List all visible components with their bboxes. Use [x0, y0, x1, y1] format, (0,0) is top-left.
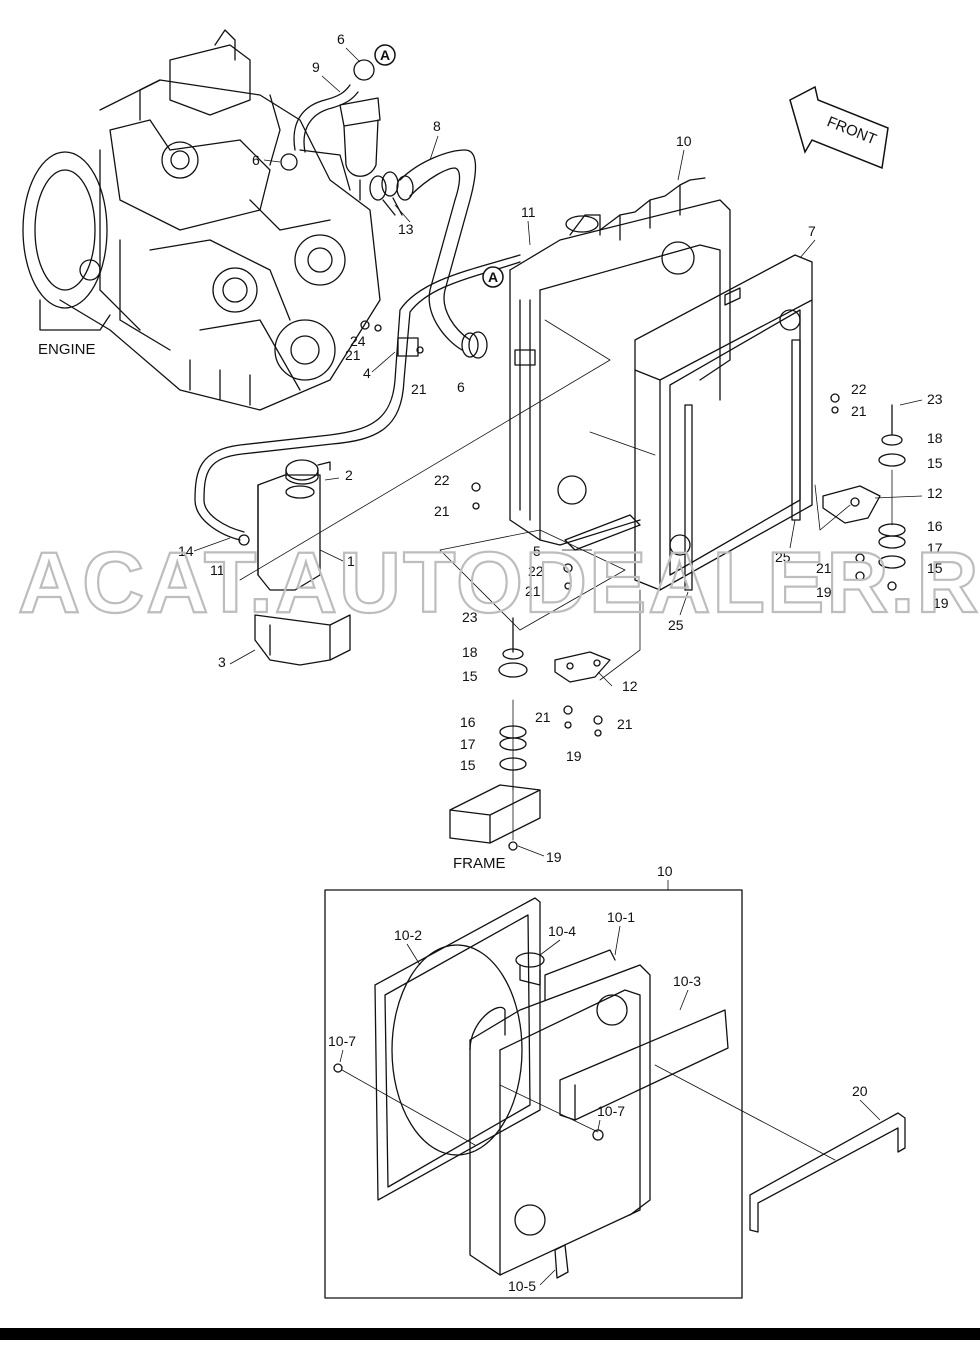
label-21-b: 21: [411, 381, 427, 397]
radiator-assembly: [509, 177, 731, 546]
tank-bracket: [254, 614, 351, 666]
label-19-left: 19: [566, 748, 582, 764]
frame-block: [449, 784, 541, 844]
label-22-right: 22: [851, 381, 867, 397]
reservoir-tank: [238, 459, 331, 591]
view-a-label-radiator: A: [488, 269, 498, 285]
label-8: 8: [433, 118, 441, 134]
label-23-right: 23: [927, 391, 943, 407]
label-17-left: 17: [460, 736, 476, 752]
label-19-right-a: 19: [816, 584, 832, 600]
label-21-left-a: 21: [535, 709, 551, 725]
label-15-right-a: 15: [927, 455, 943, 471]
label-10-7-left: 10-7: [328, 1033, 356, 1049]
label-21-d: 21: [525, 583, 541, 599]
label-21-c: 21: [434, 503, 450, 519]
label-2: 2: [345, 467, 353, 483]
label-1: 1: [347, 553, 355, 569]
label-23-left: 23: [462, 609, 478, 625]
view-a-markers: A A: [374, 44, 504, 288]
label-9: 9: [312, 59, 320, 75]
label-10-3: 10-3: [673, 973, 701, 989]
label-18-left: 18: [462, 644, 478, 660]
label-ticks: [193, 47, 923, 1286]
label-20: 20: [852, 1083, 868, 1099]
label-7: 7: [808, 223, 816, 239]
label-25-mid: 25: [668, 617, 684, 633]
front-arrow: FRONT: [789, 85, 889, 170]
leader-lines: [239, 319, 893, 841]
label-3: 3: [218, 654, 226, 670]
label-10-box: 10: [657, 863, 673, 879]
label-10-2: 10-2: [394, 927, 422, 943]
label-11-low: 11: [210, 562, 225, 578]
label-18-right: 18: [927, 430, 943, 446]
label-12-right: 12: [927, 485, 943, 501]
label-11-top: 11: [521, 204, 536, 220]
strap-20: [749, 1112, 906, 1233]
label-6-mid: 6: [252, 152, 260, 168]
engine-drawing: [22, 29, 381, 411]
label-14: 14: [178, 543, 194, 559]
label-19-right-b: 19: [933, 595, 949, 611]
label-10-4: 10-4: [548, 923, 576, 939]
label-4: 4: [363, 365, 371, 381]
overflow-hose-14: [194, 254, 521, 541]
label-6-top: 6: [337, 31, 345, 47]
watermark: ACAT.AUTODEALER.RU: [18, 535, 980, 631]
view-a-label-top: A: [380, 47, 390, 63]
label-15-left-a: 15: [462, 668, 478, 684]
label-13: 13: [398, 221, 414, 237]
label-15-left-b: 15: [460, 757, 476, 773]
label-12-left: 12: [622, 678, 638, 694]
label-17-right: 17: [927, 540, 943, 556]
label-10-top: 10: [676, 133, 692, 149]
radiator-detail: [333, 897, 729, 1279]
label-16-right: 16: [927, 518, 943, 534]
engine-label: ENGINE: [38, 341, 96, 358]
frame-label: FRAME: [453, 855, 506, 872]
hose-8: [396, 149, 479, 358]
label-5: 5: [533, 543, 541, 559]
label-16-left: 16: [460, 714, 476, 730]
label-10-1: 10-1: [607, 909, 635, 925]
label-25-right: 25: [775, 549, 791, 565]
label-6-low: 6: [457, 379, 465, 395]
radiator-detail-box: [324, 889, 743, 1299]
label-15-right-b: 15: [927, 560, 943, 576]
bottom-bar: [0, 1328, 980, 1340]
upper-hose-9: [280, 59, 381, 201]
label-24: 24: [350, 333, 366, 349]
label-21-a: 21: [345, 347, 361, 363]
label-21-left-b: 21: [617, 716, 633, 732]
rods-25: [684, 339, 801, 591]
label-22-b: 22: [528, 563, 544, 579]
label-22-a: 22: [434, 472, 450, 488]
clamps-13: [369, 171, 488, 359]
label-10-5: 10-5: [508, 1278, 536, 1294]
right-mount: [822, 393, 906, 591]
label-21-right: 21: [851, 403, 867, 419]
strip-5: [564, 514, 641, 551]
part-labels: ENGINE FRAME 6 9 6 8 13 10 7 11 24 21 4 …: [38, 31, 949, 1294]
label-21-right-low: 21: [816, 560, 832, 576]
label-19-frame: 19: [546, 849, 562, 865]
label-10-7-right: 10-7: [597, 1103, 625, 1119]
detail-leader-lines: [341, 1064, 836, 1161]
